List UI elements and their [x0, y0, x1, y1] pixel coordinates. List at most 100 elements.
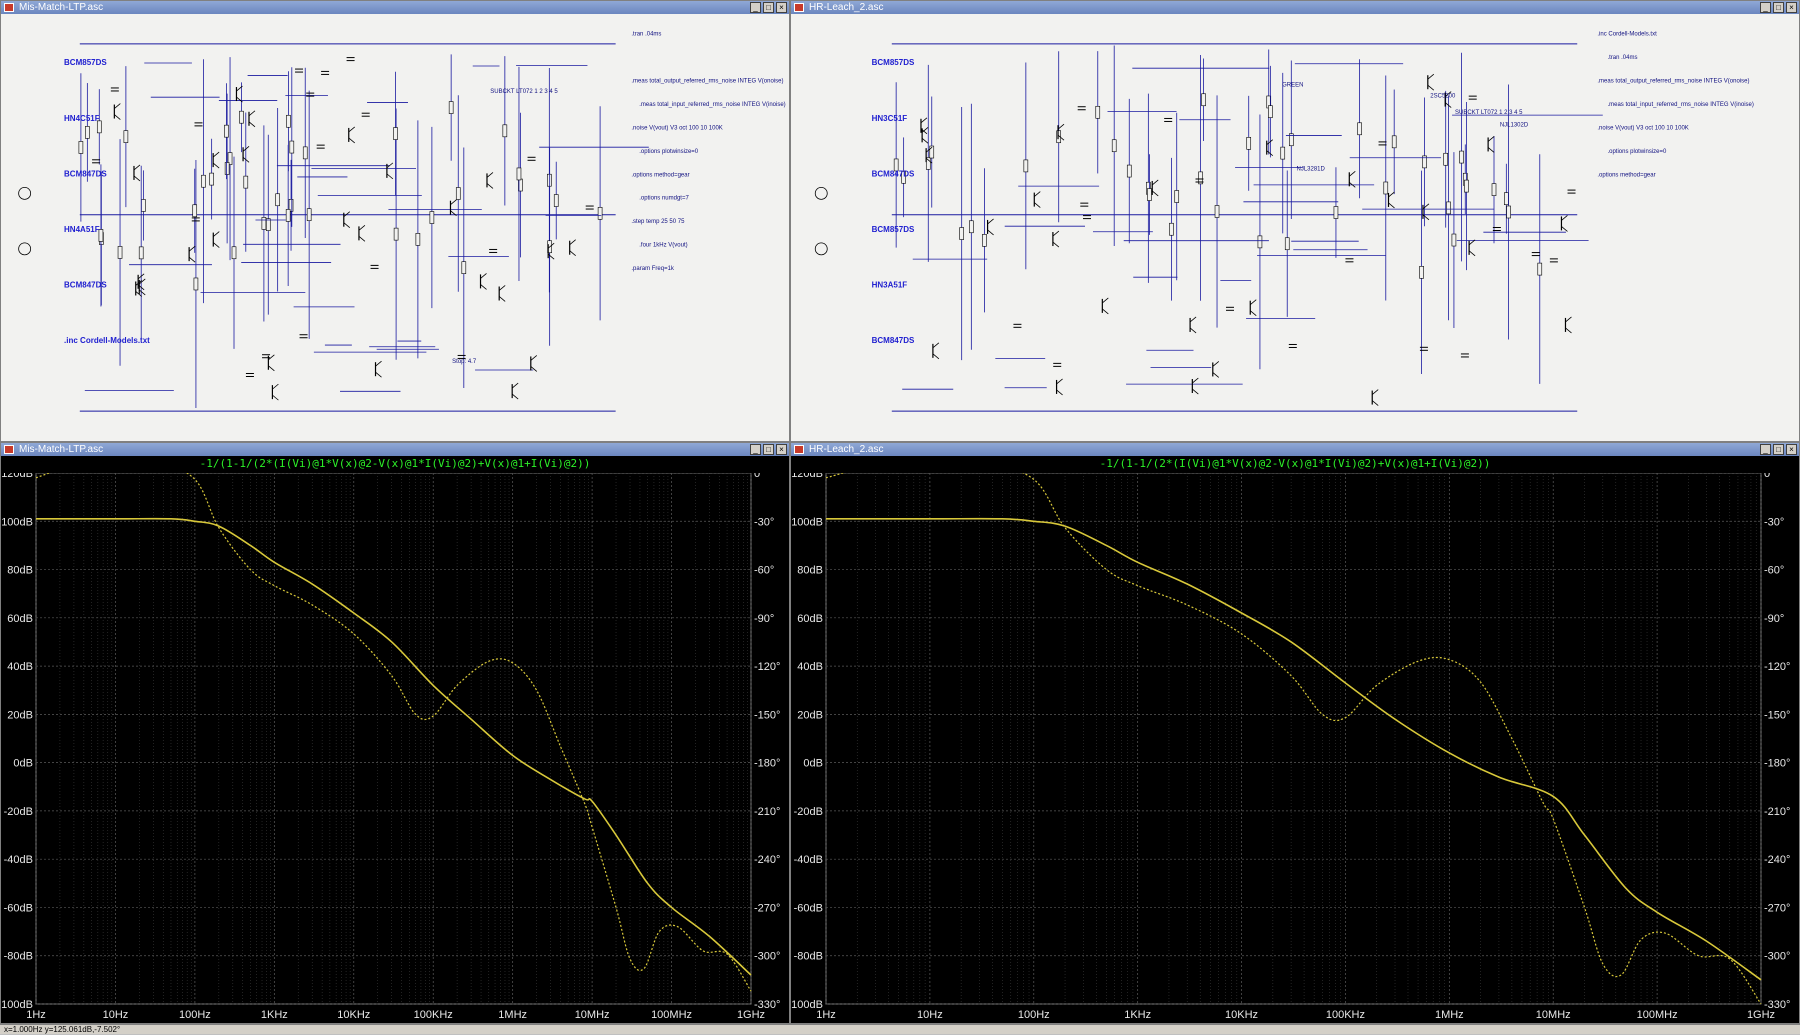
- y-tick-label: 60dB: [797, 613, 823, 625]
- resistor-icon: [1391, 135, 1397, 149]
- y-tick-label: 0dB: [803, 758, 823, 770]
- plot-window-right[interactable]: HR-Leach_2.asc _ □ × -1/(1-1/(2*(I(Vi)@1…: [790, 442, 1800, 1024]
- y-tick-label: -60dB: [794, 902, 823, 914]
- schematic-titlebar-right[interactable]: HR-Leach_2.asc _ □ ×: [791, 1, 1799, 14]
- schematic-label: .tran .04ms: [1607, 55, 1637, 61]
- y-tick-label: -100dB: [791, 999, 823, 1011]
- resistor-icon: [261, 217, 267, 230]
- schematic-label: .step temp 25 50 75: [631, 219, 685, 225]
- transistor-icon: [1034, 202, 1041, 208]
- y2-tick-label: -30°: [1764, 516, 1784, 528]
- resistor-icon: [85, 126, 90, 139]
- transistor-icon: [547, 253, 555, 260]
- close-icon[interactable]: ×: [1786, 2, 1797, 13]
- schematic-label: BCM857DS: [872, 58, 915, 67]
- transistor-icon: [932, 342, 940, 349]
- transistor-icon: [486, 172, 494, 178]
- y2-tick-label: -330°: [1764, 999, 1790, 1011]
- y2-tick-label: -60°: [1764, 565, 1784, 577]
- transistor-icon: [932, 353, 940, 360]
- x-tick-label: 1MHz: [498, 1009, 527, 1021]
- y2-tick-label: -300°: [1764, 951, 1790, 963]
- plot-window-left[interactable]: Mis-Match-LTP.asc _ □ × -1/(1-1/(2*(I(Vi…: [0, 442, 790, 1024]
- transistor-icon: [1371, 389, 1379, 395]
- transistor-icon: [569, 250, 576, 257]
- close-icon[interactable]: ×: [1786, 444, 1797, 455]
- minimize-icon[interactable]: _: [1760, 2, 1771, 13]
- resistor-icon: [502, 124, 508, 138]
- resistor-icon: [1147, 188, 1152, 201]
- magnitude-trace: [825, 517, 1762, 981]
- resistor-icon: [1023, 159, 1029, 173]
- transistor-icon: [1388, 202, 1395, 209]
- transistor-icon: [114, 114, 121, 120]
- y2-tick-label: -120°: [754, 661, 780, 673]
- maximize-icon[interactable]: □: [1773, 444, 1784, 455]
- transistor-icon: [358, 225, 366, 231]
- close-icon[interactable]: ×: [776, 444, 787, 455]
- transistor-icon: [188, 245, 196, 252]
- resistor-icon: [415, 233, 421, 246]
- transistor-icon: [1468, 250, 1476, 257]
- resistor-icon: [516, 167, 522, 181]
- transistor-icon: [1057, 134, 1065, 141]
- transistor-icon: [139, 289, 146, 296]
- resistor-icon: [201, 174, 206, 188]
- resistor-icon: [1459, 150, 1464, 164]
- plot-titlebar-right[interactable]: HR-Leach_2.asc _ □ ×: [791, 443, 1799, 456]
- schematic-label: .meas total_input_referred_rms_noise INT…: [639, 102, 785, 108]
- close-icon[interactable]: ×: [776, 2, 787, 13]
- x-tick-label: 1KHz: [1124, 1009, 1151, 1021]
- schematic-label: HN4A51F: [64, 225, 100, 234]
- trace-expression[interactable]: -1/(1-1/(2*(I(Vi)@1*V(x)@2-V(x)@1*I(Vi)@…: [1099, 457, 1491, 470]
- trace-expression[interactable]: -1/(1-1/(2*(I(Vi)@1*V(x)@2-V(x)@1*I(Vi)@…: [199, 457, 591, 470]
- transistor-icon: [486, 183, 494, 189]
- maximize-icon[interactable]: □: [763, 444, 774, 455]
- resistor-icon: [1443, 152, 1449, 166]
- x-tick-label: 100Hz: [1018, 1009, 1050, 1021]
- maximize-icon[interactable]: □: [763, 2, 774, 13]
- window-title: HR-Leach_2.asc: [809, 2, 884, 13]
- resistor-icon: [239, 110, 244, 124]
- schematic-label: SUBCKT LT072 1 2 3 4 5: [490, 89, 558, 95]
- maximize-icon[interactable]: □: [1773, 2, 1784, 13]
- transistor-icon: [547, 242, 555, 249]
- transistor-icon: [1266, 139, 1273, 145]
- resistor-icon: [1198, 171, 1203, 185]
- schematic-label: BCM847DS: [64, 169, 107, 178]
- transistor-icon: [1102, 297, 1109, 304]
- y-tick-label: 80dB: [797, 565, 823, 577]
- transistor-icon: [1052, 241, 1060, 248]
- plot-header: -1/(1-1/(2*(I(Vi)@1*V(x)@2-V(x)@1*I(Vi)@…: [791, 456, 1799, 473]
- resistor-icon: [925, 157, 931, 170]
- plot-titlebar-left[interactable]: Mis-Match-LTP.asc _ □ ×: [1, 443, 789, 456]
- schematic-titlebar-left[interactable]: Mis-Match-LTP.asc _ □ ×: [1, 1, 789, 14]
- minimize-icon[interactable]: _: [750, 2, 761, 13]
- schematic-label: .meas total_output_referred_rms_noise IN…: [1597, 78, 1749, 84]
- resistor-icon: [306, 208, 312, 222]
- transistor-icon: [1468, 239, 1476, 246]
- transistor-icon: [114, 103, 121, 109]
- y-tick-label: -100dB: [1, 999, 33, 1011]
- x-tick-label: 10Hz: [917, 1009, 943, 1021]
- transistor-icon: [133, 164, 141, 171]
- minimize-icon[interactable]: _: [750, 444, 761, 455]
- transistor-icon: [921, 138, 929, 144]
- y2-tick-label: -30°: [754, 516, 774, 528]
- minimize-icon[interactable]: _: [1760, 444, 1771, 455]
- resistor-icon: [1422, 155, 1427, 169]
- transistor-icon: [213, 231, 220, 237]
- resistor-icon: [1111, 139, 1117, 153]
- y2-tick-label: -60°: [754, 565, 774, 577]
- transistor-icon: [268, 354, 275, 361]
- schematic-label: .noise V(vout) V3 oct 100 10 100K: [631, 125, 722, 131]
- transistor-icon: [498, 296, 506, 302]
- resistor-icon: [1357, 122, 1362, 136]
- schematic-label: .options numdgt=7: [639, 196, 689, 202]
